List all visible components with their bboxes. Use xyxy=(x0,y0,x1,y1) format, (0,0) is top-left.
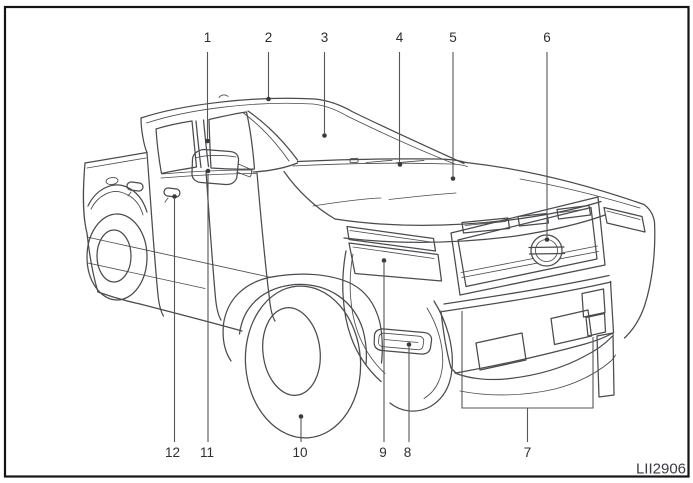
cab xyxy=(140,94,465,179)
leader-dot-12 xyxy=(172,194,177,199)
leader-dot-4 xyxy=(397,162,403,167)
leader-dot-3 xyxy=(322,133,327,138)
callout-label-5: 5 xyxy=(449,30,457,45)
leader-dot-5 xyxy=(450,176,456,181)
right-headlight xyxy=(603,206,646,233)
leader-dot-8 xyxy=(406,342,412,347)
right-side xyxy=(581,203,656,339)
bumper-recess-right xyxy=(550,309,593,346)
callout-label-12: 12 xyxy=(165,445,180,460)
callout-label-11: 11 xyxy=(200,445,214,460)
nissan-badge xyxy=(528,234,566,267)
callout-label-3: 3 xyxy=(321,30,329,45)
front-door-handle xyxy=(163,187,181,198)
bumper-corner-fog xyxy=(342,250,453,412)
grille xyxy=(450,196,606,296)
leader-dot-11 xyxy=(205,168,211,174)
figure-border xyxy=(3,5,690,478)
cowl-wipers xyxy=(292,157,468,167)
doors xyxy=(86,152,276,332)
leader-dot-6 xyxy=(544,237,550,242)
roof-antenna xyxy=(218,94,229,98)
callout-label-7: 7 xyxy=(524,445,532,460)
rear-door-window xyxy=(155,120,198,175)
front-tire xyxy=(244,285,362,439)
callout-label-9: 9 xyxy=(379,445,387,460)
callout-label-8: 8 xyxy=(404,445,412,460)
headlight xyxy=(346,225,443,282)
callout-label-2: 2 xyxy=(265,30,273,45)
callout-label-4: 4 xyxy=(396,30,404,45)
leader-dot-9 xyxy=(381,258,387,263)
rear-wheel xyxy=(86,213,148,301)
figure-code: LII2906 xyxy=(636,461,686,478)
leader-dot-2 xyxy=(266,96,271,102)
callout-label-10: 10 xyxy=(292,445,307,460)
bumper-recess-left xyxy=(475,332,527,371)
callout-label-6: 6 xyxy=(543,30,551,45)
leader-dot-1 xyxy=(205,138,210,144)
front-door-window xyxy=(208,111,256,170)
truck-line-art xyxy=(82,94,656,439)
rear-door-handle xyxy=(126,181,144,192)
front-bumper xyxy=(440,274,616,398)
callout-label-1: 1 xyxy=(204,30,212,45)
leader-dot-10 xyxy=(298,414,304,419)
hood xyxy=(283,161,645,226)
front-wheel-fender xyxy=(222,273,383,439)
a-pillar xyxy=(247,110,299,161)
front-rim xyxy=(262,307,321,396)
outside-mirror xyxy=(191,148,252,186)
truck-bed xyxy=(82,151,148,305)
